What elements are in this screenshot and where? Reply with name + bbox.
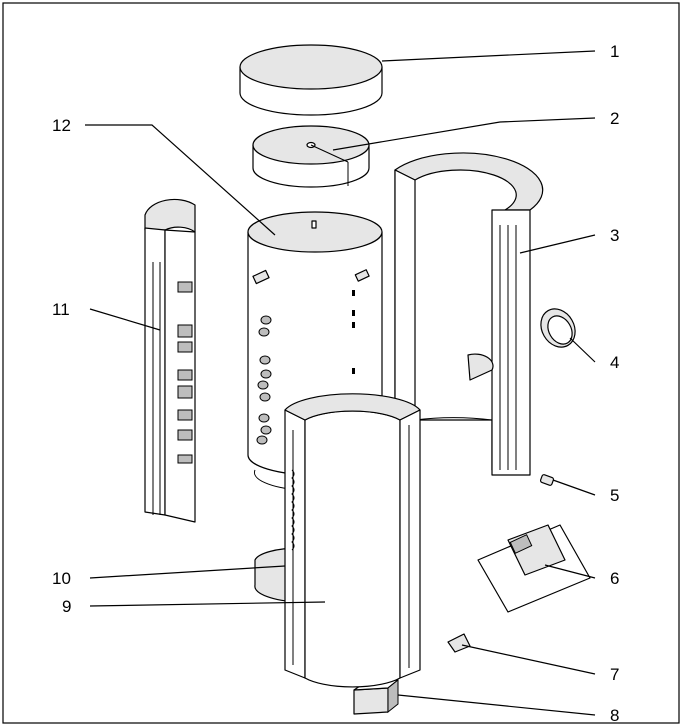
part-rear-insulation-shell [394, 152, 544, 476]
part-insulation-lid [252, 125, 370, 188]
side-notches [177, 281, 193, 464]
callout-8: 8 [610, 706, 619, 725]
callout-7: 7 [610, 665, 619, 684]
part-documentation [477, 524, 591, 613]
part-plug [539, 474, 555, 486]
part-side-insulation [144, 198, 196, 523]
callout-labels: 1 2 3 4 5 6 7 8 9 10 11 12 [52, 42, 619, 725]
callout-4: 4 [610, 353, 619, 372]
callout-3: 3 [610, 226, 619, 245]
tank-fittings [252, 269, 370, 445]
leader-lines [85, 50, 596, 716]
callout-5: 5 [610, 486, 619, 505]
part-round-cap [540, 308, 576, 348]
part-top-lid [239, 44, 383, 116]
part-front-insulation-shell [284, 393, 421, 688]
callout-10: 10 [52, 569, 71, 588]
callout-11: 11 [52, 300, 70, 319]
callout-6: 6 [610, 569, 619, 588]
part-small-box [353, 678, 399, 715]
callout-2: 2 [610, 109, 619, 128]
callout-9: 9 [62, 597, 71, 616]
part-label [447, 633, 471, 653]
callout-12: 12 [52, 116, 71, 135]
callout-1: 1 [610, 42, 619, 61]
